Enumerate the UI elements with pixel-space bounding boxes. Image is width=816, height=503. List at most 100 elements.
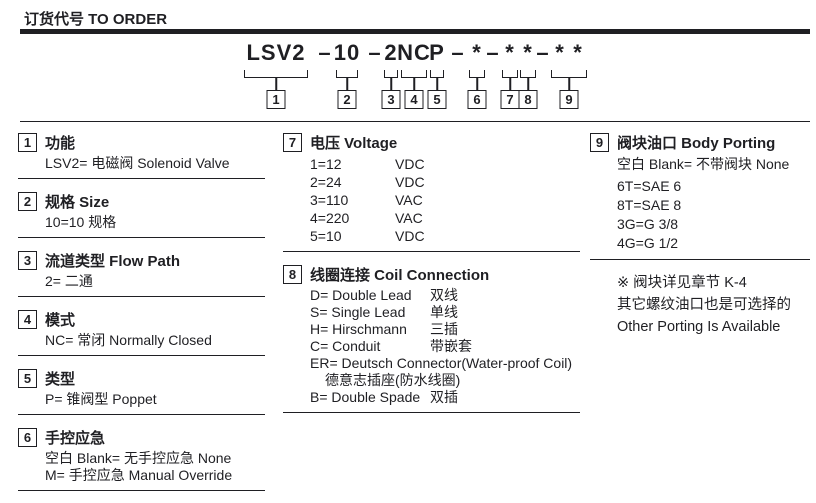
callout-stem — [568, 77, 570, 90]
voltage-unit: VAC — [395, 192, 423, 208]
catalog-page: { "page_title": "订货代号 TO ORDER", "code":… — [18, 11, 810, 491]
callout-stem — [509, 77, 511, 90]
code-separator: – — [451, 40, 465, 65]
item-number-box: 7 — [283, 133, 302, 152]
order-item-1: 1 功能 LSV2= 电磁阀 Solenoid Valve — [18, 132, 265, 179]
callout-number-box: 1 — [266, 90, 286, 109]
item-number-box: 2 — [18, 192, 37, 211]
voltage-unit: VDC — [395, 174, 425, 190]
coil-label-cn: 带嵌套 — [430, 338, 472, 354]
code-segment: P — [429, 40, 445, 65]
column-left: 1 功能 LSV2= 电磁阀 Solenoid Valve 2 规格 Size … — [18, 132, 265, 503]
order-item-9: 9 阀块油口 Body Porting 空白 Blank= 不带阀块 None … — [590, 132, 810, 260]
callout-stem — [346, 77, 348, 90]
item-line: 空白 Blank= 不带阀块 None — [617, 156, 790, 172]
item-divider — [18, 237, 265, 238]
item-number-box: 9 — [590, 133, 609, 152]
callout-number-box: 2 — [337, 90, 357, 109]
section-divider — [20, 121, 810, 122]
voltage-row: 3=110 VAC — [310, 191, 580, 209]
callout-number-box: 3 — [381, 90, 401, 109]
item-title: 功能 — [45, 135, 76, 152]
code-separator: – — [318, 40, 332, 65]
voltage-code: 3=110 — [310, 192, 349, 208]
code-segment: * — [573, 40, 583, 65]
item-title: 流道类型 Flow Path — [45, 253, 181, 270]
code-segment: * — [472, 40, 482, 65]
coil-code: S= Single Lead — [310, 304, 406, 320]
item-number-box: 3 — [18, 251, 37, 270]
coil-label-cn: 三插 — [430, 321, 458, 337]
code-separator: – — [486, 40, 500, 65]
callout-number-box: 4 — [404, 90, 424, 109]
callout-stem — [413, 77, 415, 90]
item-title: 电压 Voltage — [310, 135, 398, 152]
note-line: 其它螺纹油口也是可选择的 — [617, 297, 791, 313]
callout-number-box: 7 — [500, 90, 520, 109]
coil-label-cn: 德意志插座(防水线圈) — [325, 372, 461, 388]
callout-number-box: 5 — [427, 90, 447, 109]
coil-code: C= Conduit — [310, 338, 381, 354]
item-title: 阀块油口 Body Porting — [617, 135, 776, 152]
code-separator: – — [368, 40, 382, 65]
item-title: 模式 — [45, 312, 76, 329]
item-number-box: 8 — [283, 265, 302, 284]
item-line: 8T=SAE 8 — [617, 197, 682, 213]
order-item-6: 6 手控应急 空白 Blank= 无手控应急 None M= 手控应急 Manu… — [18, 427, 265, 491]
item-line: M= 手控应急 Manual Override — [45, 467, 233, 483]
coil-row: ER= Deutsch Connector(Water-proof Coil) — [310, 355, 580, 372]
code-segment: * — [505, 40, 515, 65]
coil-row: C= Conduit 带嵌套 — [310, 338, 580, 355]
item-line: LSV2= 电磁阀 Solenoid Valve — [45, 155, 230, 171]
item-title: 线圈连接 Coil Connection — [310, 267, 490, 284]
callout-stem — [390, 77, 392, 90]
item-line: 3G=G 3/8 — [617, 216, 679, 232]
porting-note: ※ 阀块详见章节 K-4 其它螺纹油口也是可选择的 Other Porting … — [617, 272, 810, 338]
item-line: 6T=SAE 6 — [617, 178, 682, 194]
callout-stem — [527, 77, 529, 90]
title-rule — [20, 29, 810, 34]
item-line: 空白 Blank= 无手控应急 None — [45, 450, 232, 466]
note-line: ※ 阀块详见章节 K-4 — [617, 275, 747, 291]
item-line: P= 锥阀型 Poppet — [45, 391, 157, 407]
coil-label-cn: 双插 — [430, 389, 458, 405]
item-divider — [18, 490, 265, 491]
item-divider — [18, 178, 265, 179]
coil-label-cn: 单线 — [430, 304, 458, 320]
voltage-unit: VDC — [395, 228, 425, 244]
page-title: 订货代号 TO ORDER — [24, 11, 168, 28]
coil-row: S= Single Lead 单线 — [310, 304, 580, 321]
code-segment: 10 — [333, 40, 361, 65]
code-segment: * — [555, 40, 565, 65]
callout-number-box: 8 — [518, 90, 538, 109]
item-divider — [283, 251, 580, 252]
item-title: 类型 — [45, 371, 76, 388]
callout-number-box: 6 — [467, 90, 487, 109]
callout-number-box: 9 — [559, 90, 579, 109]
note-line: Other Porting Is Available — [617, 319, 781, 335]
item-divider — [283, 412, 580, 413]
code-segment: 2 — [384, 40, 398, 65]
item-line: 10=10 规格 — [45, 214, 117, 230]
item-title: 手控应急 — [45, 430, 106, 447]
coil-code: ER= Deutsch Connector(Water-proof Coil) — [310, 355, 573, 371]
code-segment: * — [523, 40, 533, 65]
order-item-5: 5 类型 P= 锥阀型 Poppet — [18, 368, 265, 415]
item-number-box: 6 — [18, 428, 37, 447]
column-right: 9 阀块油口 Body Porting 空白 Blank= 不带阀块 None … — [590, 132, 810, 338]
voltage-unit: VAC — [395, 210, 423, 226]
voltage-unit: VDC — [395, 156, 425, 172]
coil-row: 德意志插座(防水线圈) — [325, 372, 580, 389]
order-item-4: 4 模式 NC= 常闭 Normally Closed — [18, 309, 265, 356]
coil-label-cn: 双线 — [430, 287, 458, 303]
coil-code: B= Double Spade — [310, 389, 421, 405]
item-line: 2= 二通 — [45, 273, 93, 289]
coil-row: B= Double Spade 双插 — [310, 389, 580, 406]
